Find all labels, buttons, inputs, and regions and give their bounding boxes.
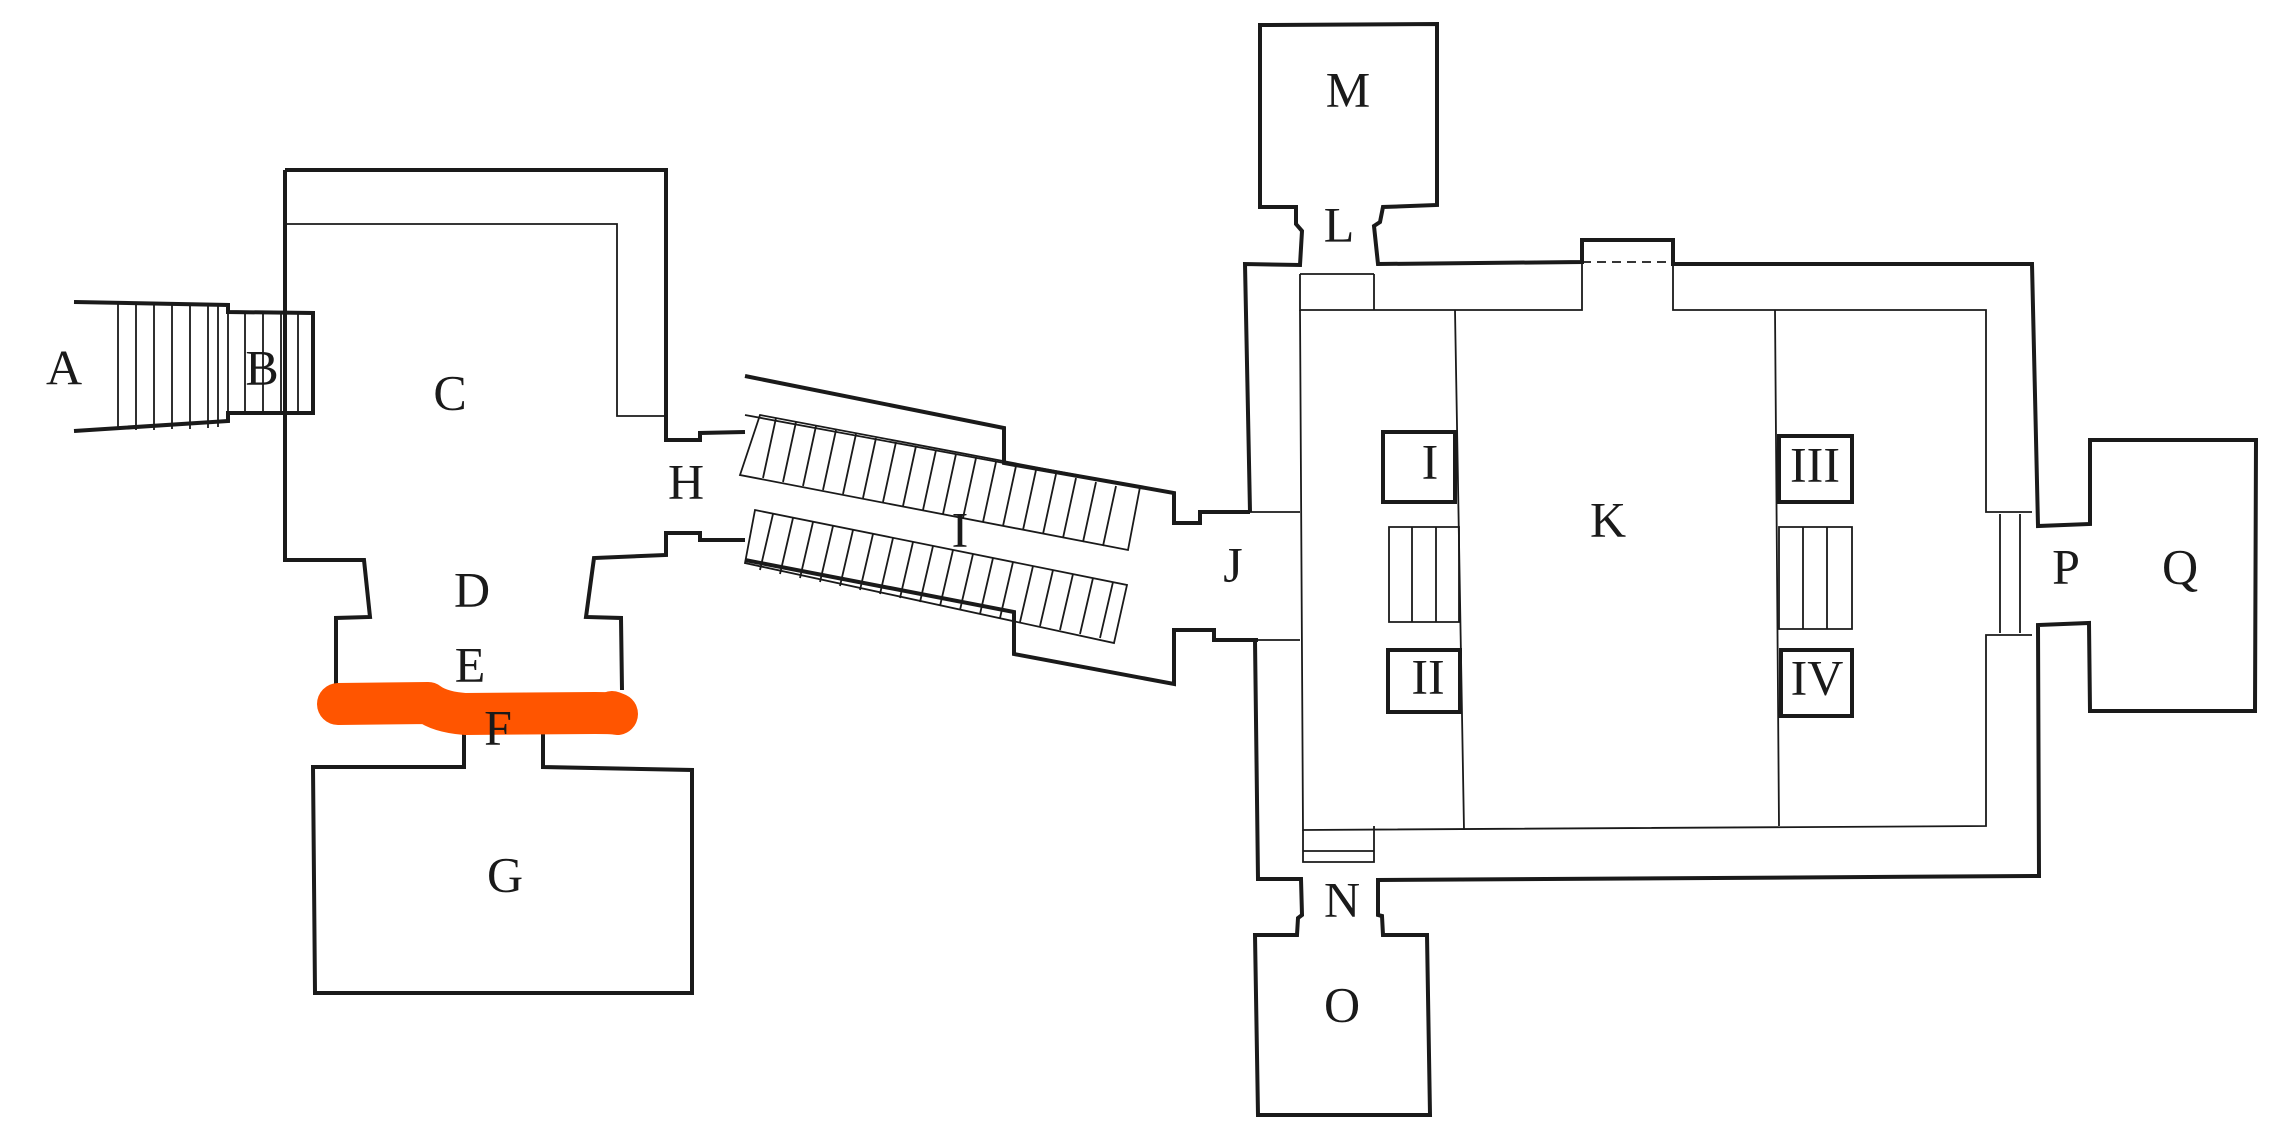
highlight-stroke <box>317 682 638 735</box>
gate-stairs-b <box>227 313 299 413</box>
label-l: L <box>1324 196 1355 252</box>
label-h: H <box>668 453 704 509</box>
label-e: E <box>455 636 486 692</box>
corridor-c-d-e-f <box>283 168 746 995</box>
label-p: P <box>2052 538 2080 594</box>
label-a: A <box>46 339 82 395</box>
label-d: D <box>454 561 490 617</box>
label-i: I <box>952 501 969 557</box>
label-q: Q <box>2162 538 2198 594</box>
label-f: F <box>484 699 512 755</box>
label-pillar-3: III <box>1790 436 1840 492</box>
label-pillar-4: IV <box>1791 649 1844 705</box>
label-k: K <box>1590 491 1626 547</box>
label-g: G <box>487 846 523 902</box>
corridor-h-i <box>738 374 1258 687</box>
room-labels: A B C D E F G H I J K L M N O P Q I II I… <box>46 61 2198 1032</box>
label-c: C <box>433 364 466 420</box>
label-pillar-1: I <box>1422 433 1439 489</box>
label-n: N <box>1324 871 1360 927</box>
label-pillar-2: II <box>1411 648 1444 704</box>
pillared-hall-k <box>1242 21 2259 1117</box>
label-m: M <box>1326 61 1370 117</box>
entrance-stairway-a <box>73 300 315 433</box>
label-b: B <box>245 339 278 395</box>
label-j: J <box>1223 536 1242 592</box>
label-o: O <box>1324 976 1360 1032</box>
